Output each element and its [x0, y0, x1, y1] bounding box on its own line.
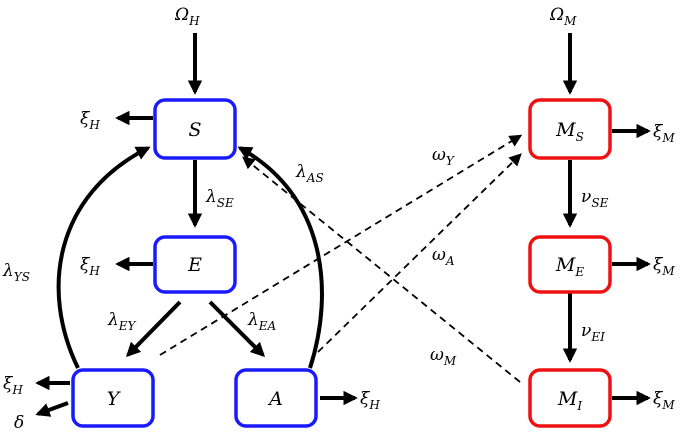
- label-lambda-ey: λEY: [107, 310, 137, 333]
- mosquito-flow-arrows: [562, 33, 651, 406]
- node-me-label: ME: [555, 254, 584, 279]
- node-ms-box: [528, 98, 612, 160]
- arrow-y-to-s: [56, 146, 151, 369]
- arrow-mi-to-s: [242, 156, 521, 383]
- node-mi-box: [528, 368, 612, 428]
- node-y-box: [71, 368, 155, 428]
- label-lambda-ys: λYS: [2, 261, 30, 284]
- arrow-a-to-ms: [317, 153, 522, 353]
- node-labels: S E Y A MS ME MI: [107, 119, 585, 413]
- node-a-label: A: [267, 388, 283, 410]
- label-xi-m-mi: ξM: [653, 389, 675, 412]
- label-nu-ei: νEI: [581, 321, 605, 344]
- label-xi-m-me: ξM: [653, 255, 675, 278]
- label-xi-h-y: ξH: [3, 374, 23, 397]
- arrow-e-to-a: [208, 300, 266, 358]
- label-lambda-ea: λEA: [247, 310, 277, 333]
- human-flow-arrows: [35, 33, 358, 417]
- label-omega-h: ΩH: [174, 5, 200, 28]
- label-xi-h-s: ξH: [80, 109, 100, 132]
- label-nu-se: νSE: [581, 187, 609, 210]
- label-lambda-se: λSE: [205, 187, 234, 210]
- node-s-box: [153, 98, 237, 160]
- death-arrow-y: [35, 401, 69, 417]
- parameter-labels: ΩH ΩM ξH ξH ξH δ ξH ξM ξM ξM λSE λEY λEA…: [2, 5, 675, 433]
- label-omega-m-infect: ωM: [430, 345, 457, 368]
- cross-infection-arrows: [159, 134, 523, 383]
- label-omega-m: ΩM: [549, 5, 577, 28]
- node-s-label: S: [188, 119, 201, 141]
- node-me-box: [528, 235, 612, 294]
- label-omega-a: ωA: [432, 245, 455, 268]
- node-ms-label: MS: [555, 119, 584, 144]
- label-xi-h-a: ξH: [360, 389, 380, 412]
- mosquito-compartments: [528, 98, 612, 428]
- arrow-y-to-ms: [159, 134, 523, 356]
- label-xi-h-e: ξH: [80, 255, 100, 278]
- label-omega-y: ωY: [432, 145, 455, 168]
- label-delta: δ: [14, 413, 24, 433]
- label-lambda-as: λAS: [295, 162, 324, 185]
- label-xi-m-ms: ξM: [653, 122, 675, 145]
- node-mi-label: MI: [557, 388, 582, 413]
- node-e-box: [153, 235, 237, 294]
- node-y-label: Y: [107, 388, 122, 410]
- arrow-a-to-s: [237, 146, 324, 369]
- node-a-box: [234, 368, 318, 428]
- arrow-e-to-y: [125, 300, 182, 358]
- human-compartments: [71, 98, 318, 428]
- node-e-label: E: [187, 254, 202, 276]
